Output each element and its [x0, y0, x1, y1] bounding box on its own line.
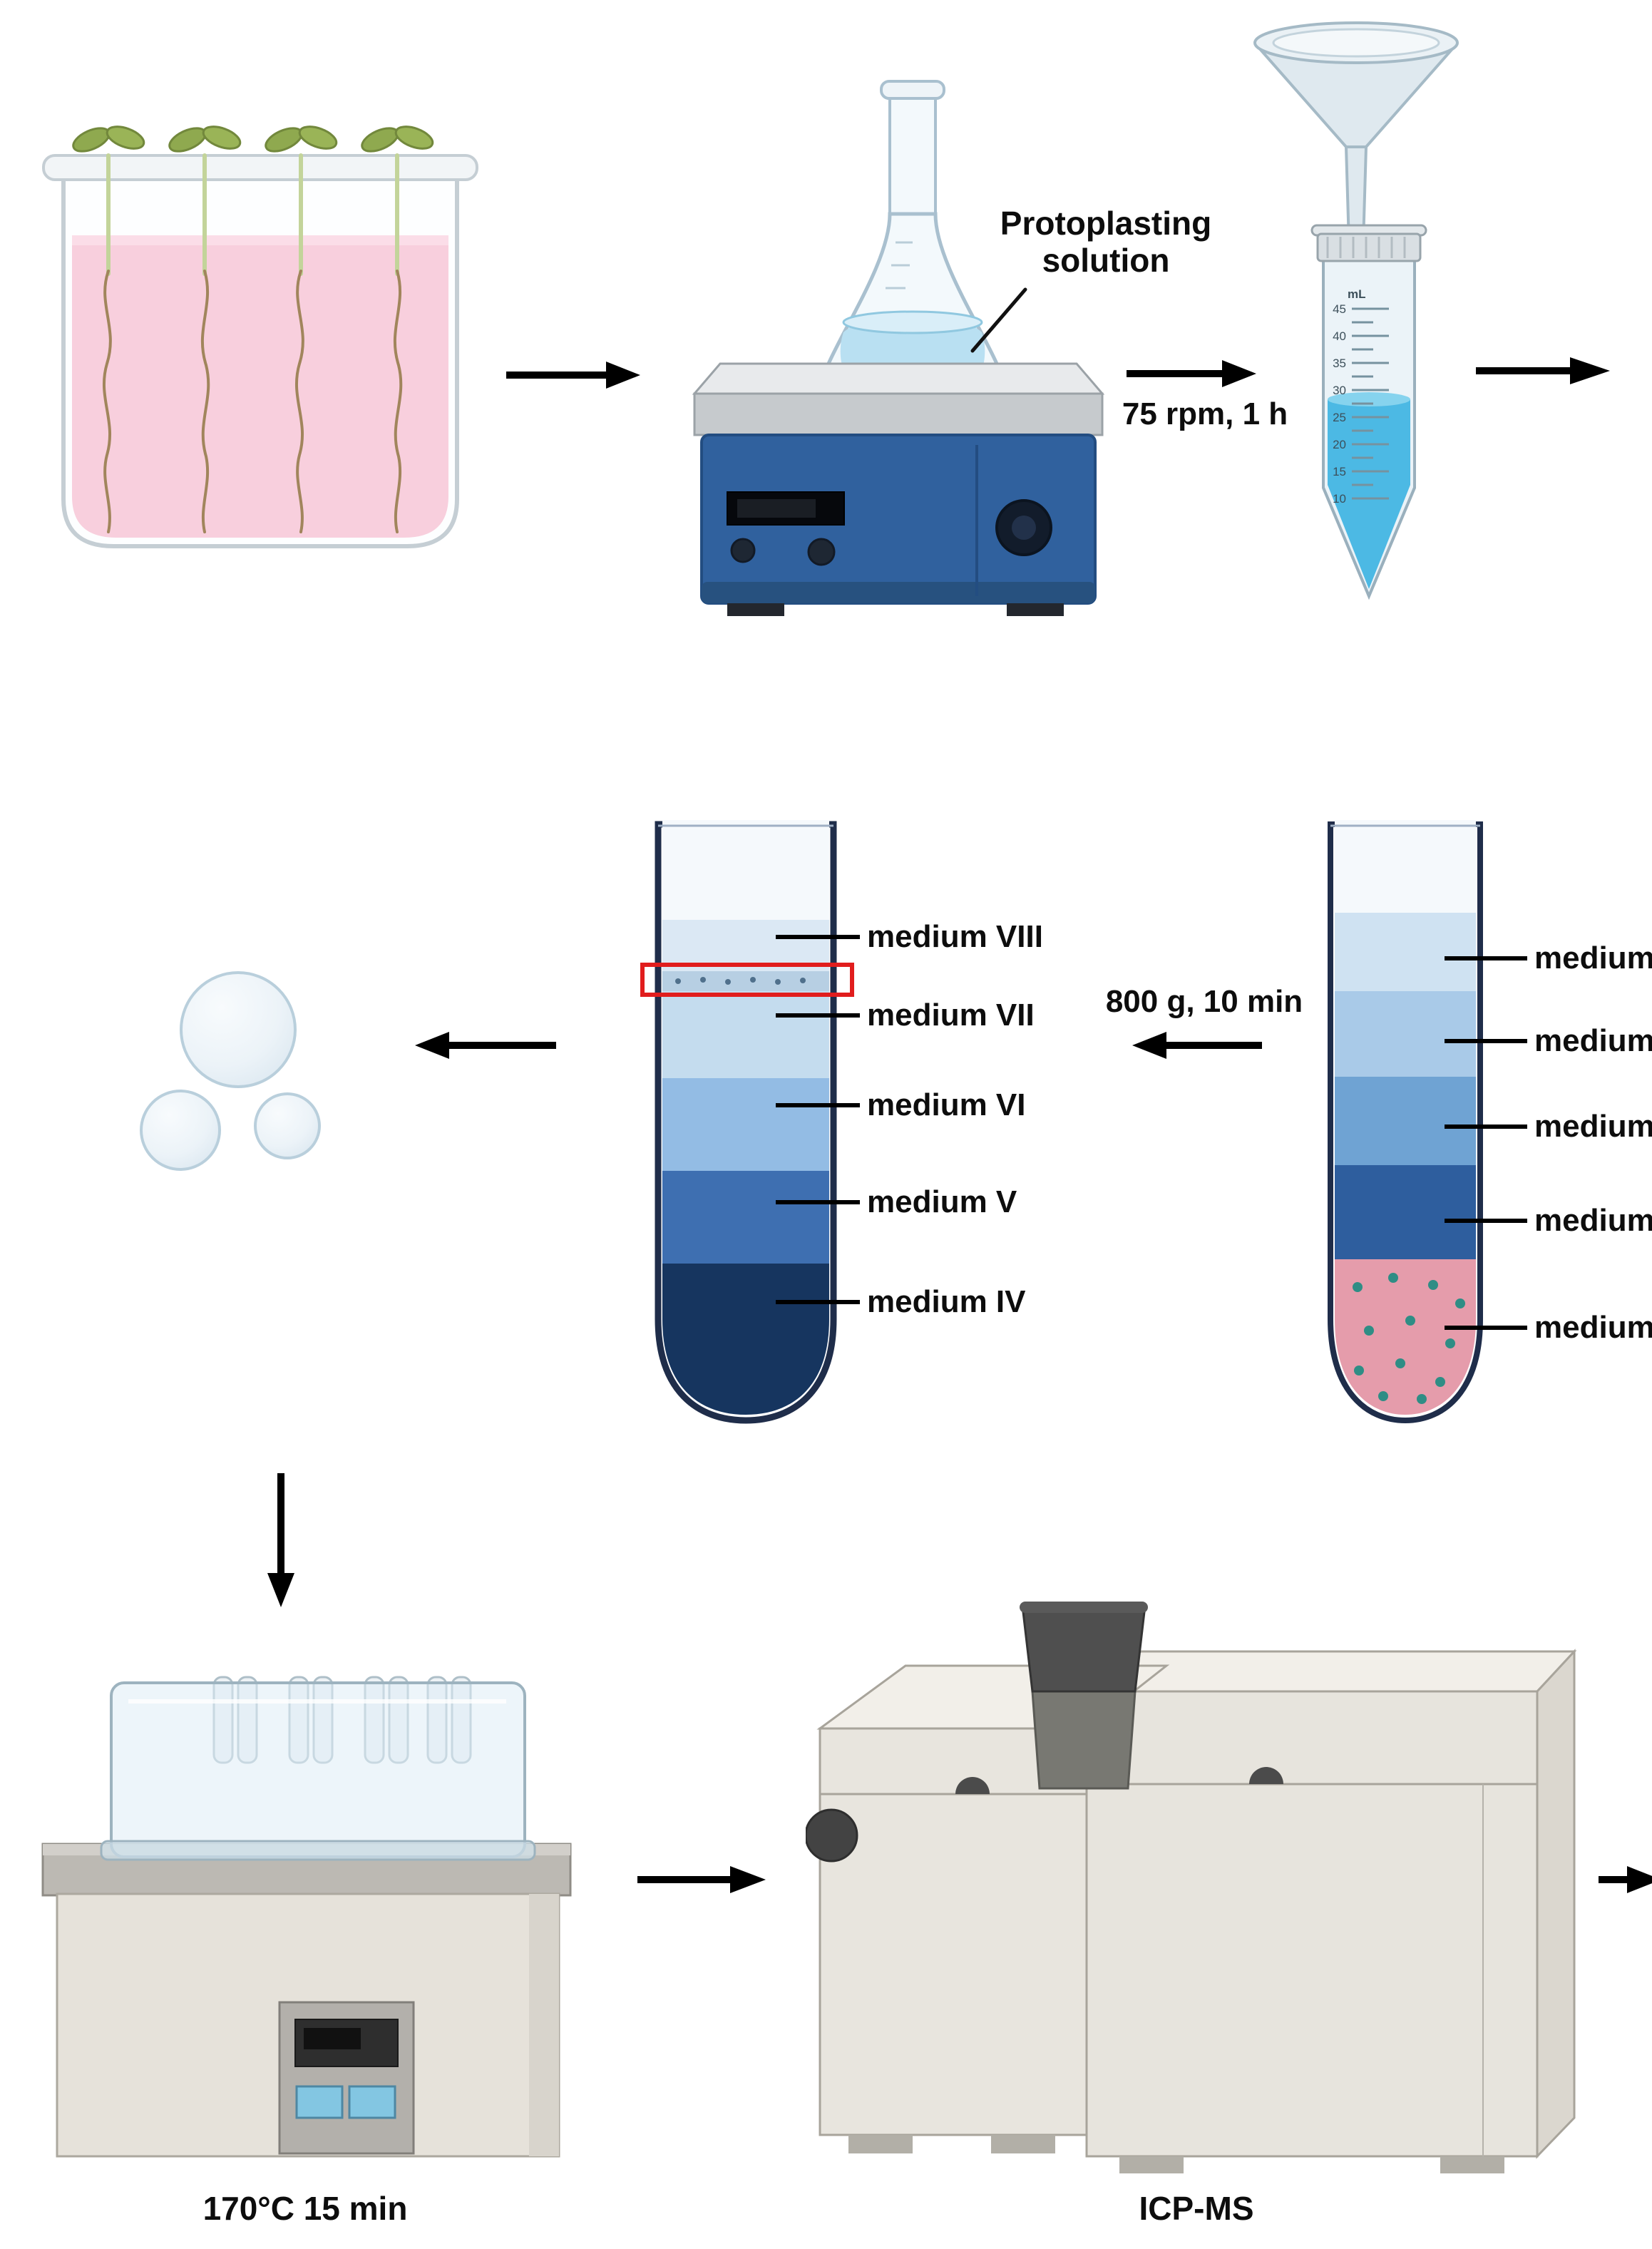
label-tick — [1445, 1039, 1527, 1043]
icpms-instrument-illustration — [806, 1602, 1577, 2173]
seedlings-beaker-illustration — [42, 125, 478, 548]
label-tick — [1445, 956, 1527, 960]
top-knob — [1021, 1604, 1146, 1693]
protoplast-band-dots — [675, 977, 806, 985]
seam-bump-left — [955, 1777, 990, 1794]
protoplasting-label-line1: Protoplasting — [1000, 205, 1212, 242]
arrow-centrifuge — [1132, 1032, 1262, 1059]
loaded-tube-label-4: medium — [1445, 1203, 1652, 1239]
panel-button-left[interactable] — [295, 2085, 344, 2119]
loaded-tube-label-3: medium — [1445, 1109, 1652, 1144]
protoplast-small — [254, 1092, 321, 1159]
seam-bump-right — [1249, 1767, 1283, 1784]
protoplast-medium — [140, 1090, 221, 1171]
arrow-to-protoplasts — [415, 1032, 556, 1059]
centrifuged-gradient-tube-illustration — [655, 820, 837, 1424]
gradient-tube-label-medium-v: medium V — [776, 1184, 1017, 1220]
label-tick — [1445, 1124, 1527, 1129]
torch-column — [1031, 1690, 1137, 1790]
panel-button-right[interactable] — [348, 2085, 396, 2119]
arrow-digestion-to-icpms — [637, 1866, 766, 1893]
transparent-lid — [100, 1681, 536, 1861]
funnel — [1253, 21, 1459, 245]
water-bath-illustration — [41, 1676, 572, 2158]
gradient-tube-label-medium-vii: medium VII — [776, 998, 1035, 1033]
protoplasting-label-line2: solution — [1042, 241, 1170, 279]
loaded-gradient-tube-illustration — [1328, 820, 1483, 1424]
falcon-tube: mL 45 40 35 30 25 20 15 10 — [1310, 224, 1427, 600]
protoplast-large — [180, 971, 297, 1088]
icpms-label: ICP-MS — [1139, 2190, 1254, 2227]
tube-scale-15: 15 — [1333, 465, 1346, 478]
side-knob — [806, 1808, 858, 1863]
tube-unit-label: mL — [1348, 287, 1366, 301]
label-tick — [776, 1013, 860, 1018]
tube-scale-40: 40 — [1333, 329, 1346, 343]
protoplasting-pointer-line — [970, 287, 1027, 353]
loaded-tube-label-2: medium — [1445, 1023, 1652, 1059]
tube-scale-10: 10 — [1333, 492, 1346, 506]
tube-scale-35: 35 — [1333, 357, 1346, 370]
protoplast-band-highlight-box — [640, 963, 854, 997]
gradient-tube-label-medium-vi: medium VI — [776, 1087, 1026, 1123]
arrow-step1-to-step2 — [506, 362, 640, 389]
magnetic-stirrer-flask-illustration — [692, 80, 1105, 616]
tube-scale-25: 25 — [1333, 411, 1346, 424]
label-tick — [1445, 1326, 1527, 1330]
gradient-tube-label-medium-iv: medium IV — [776, 1284, 1026, 1320]
label-tick — [1445, 1219, 1527, 1223]
seedling — [72, 125, 434, 533]
arrow-icpms-next — [1599, 1866, 1652, 1893]
loaded-tube-label-5: medium — [1445, 1310, 1652, 1346]
loaded-tube-label-1: medium — [1445, 941, 1652, 976]
magnetic-stirrer — [692, 362, 1105, 616]
centrifuge-condition-label: 800 g, 10 min — [1105, 984, 1303, 1019]
protoplasting-solution-label: Protoplasting solution — [967, 205, 1245, 279]
tube-scale-20: 20 — [1333, 438, 1346, 451]
tube-scale-30: 30 — [1333, 384, 1346, 397]
arrow-protoplasts-to-digestion — [267, 1473, 294, 1607]
arrow-step3-next — [1476, 357, 1610, 384]
label-tick — [776, 1300, 860, 1304]
protoplast-pellet-dots — [1353, 1273, 1465, 1404]
shake-condition-label: 75 rpm, 1 h — [1122, 396, 1288, 431]
label-tick — [776, 935, 860, 939]
digestion-condition-label: 170°C 15 min — [202, 2190, 408, 2227]
funnel-falcon-tube-illustration: mL 45 40 35 30 25 20 15 10 — [1253, 21, 1459, 600]
label-tick — [776, 1200, 860, 1204]
control-panel — [278, 2001, 415, 2155]
arrow-step2-to-step3 — [1127, 360, 1256, 387]
gradient-tube-label-medium-viii: medium VIII — [776, 919, 1043, 955]
tube-scale-45: 45 — [1333, 302, 1346, 316]
label-tick — [776, 1103, 860, 1107]
